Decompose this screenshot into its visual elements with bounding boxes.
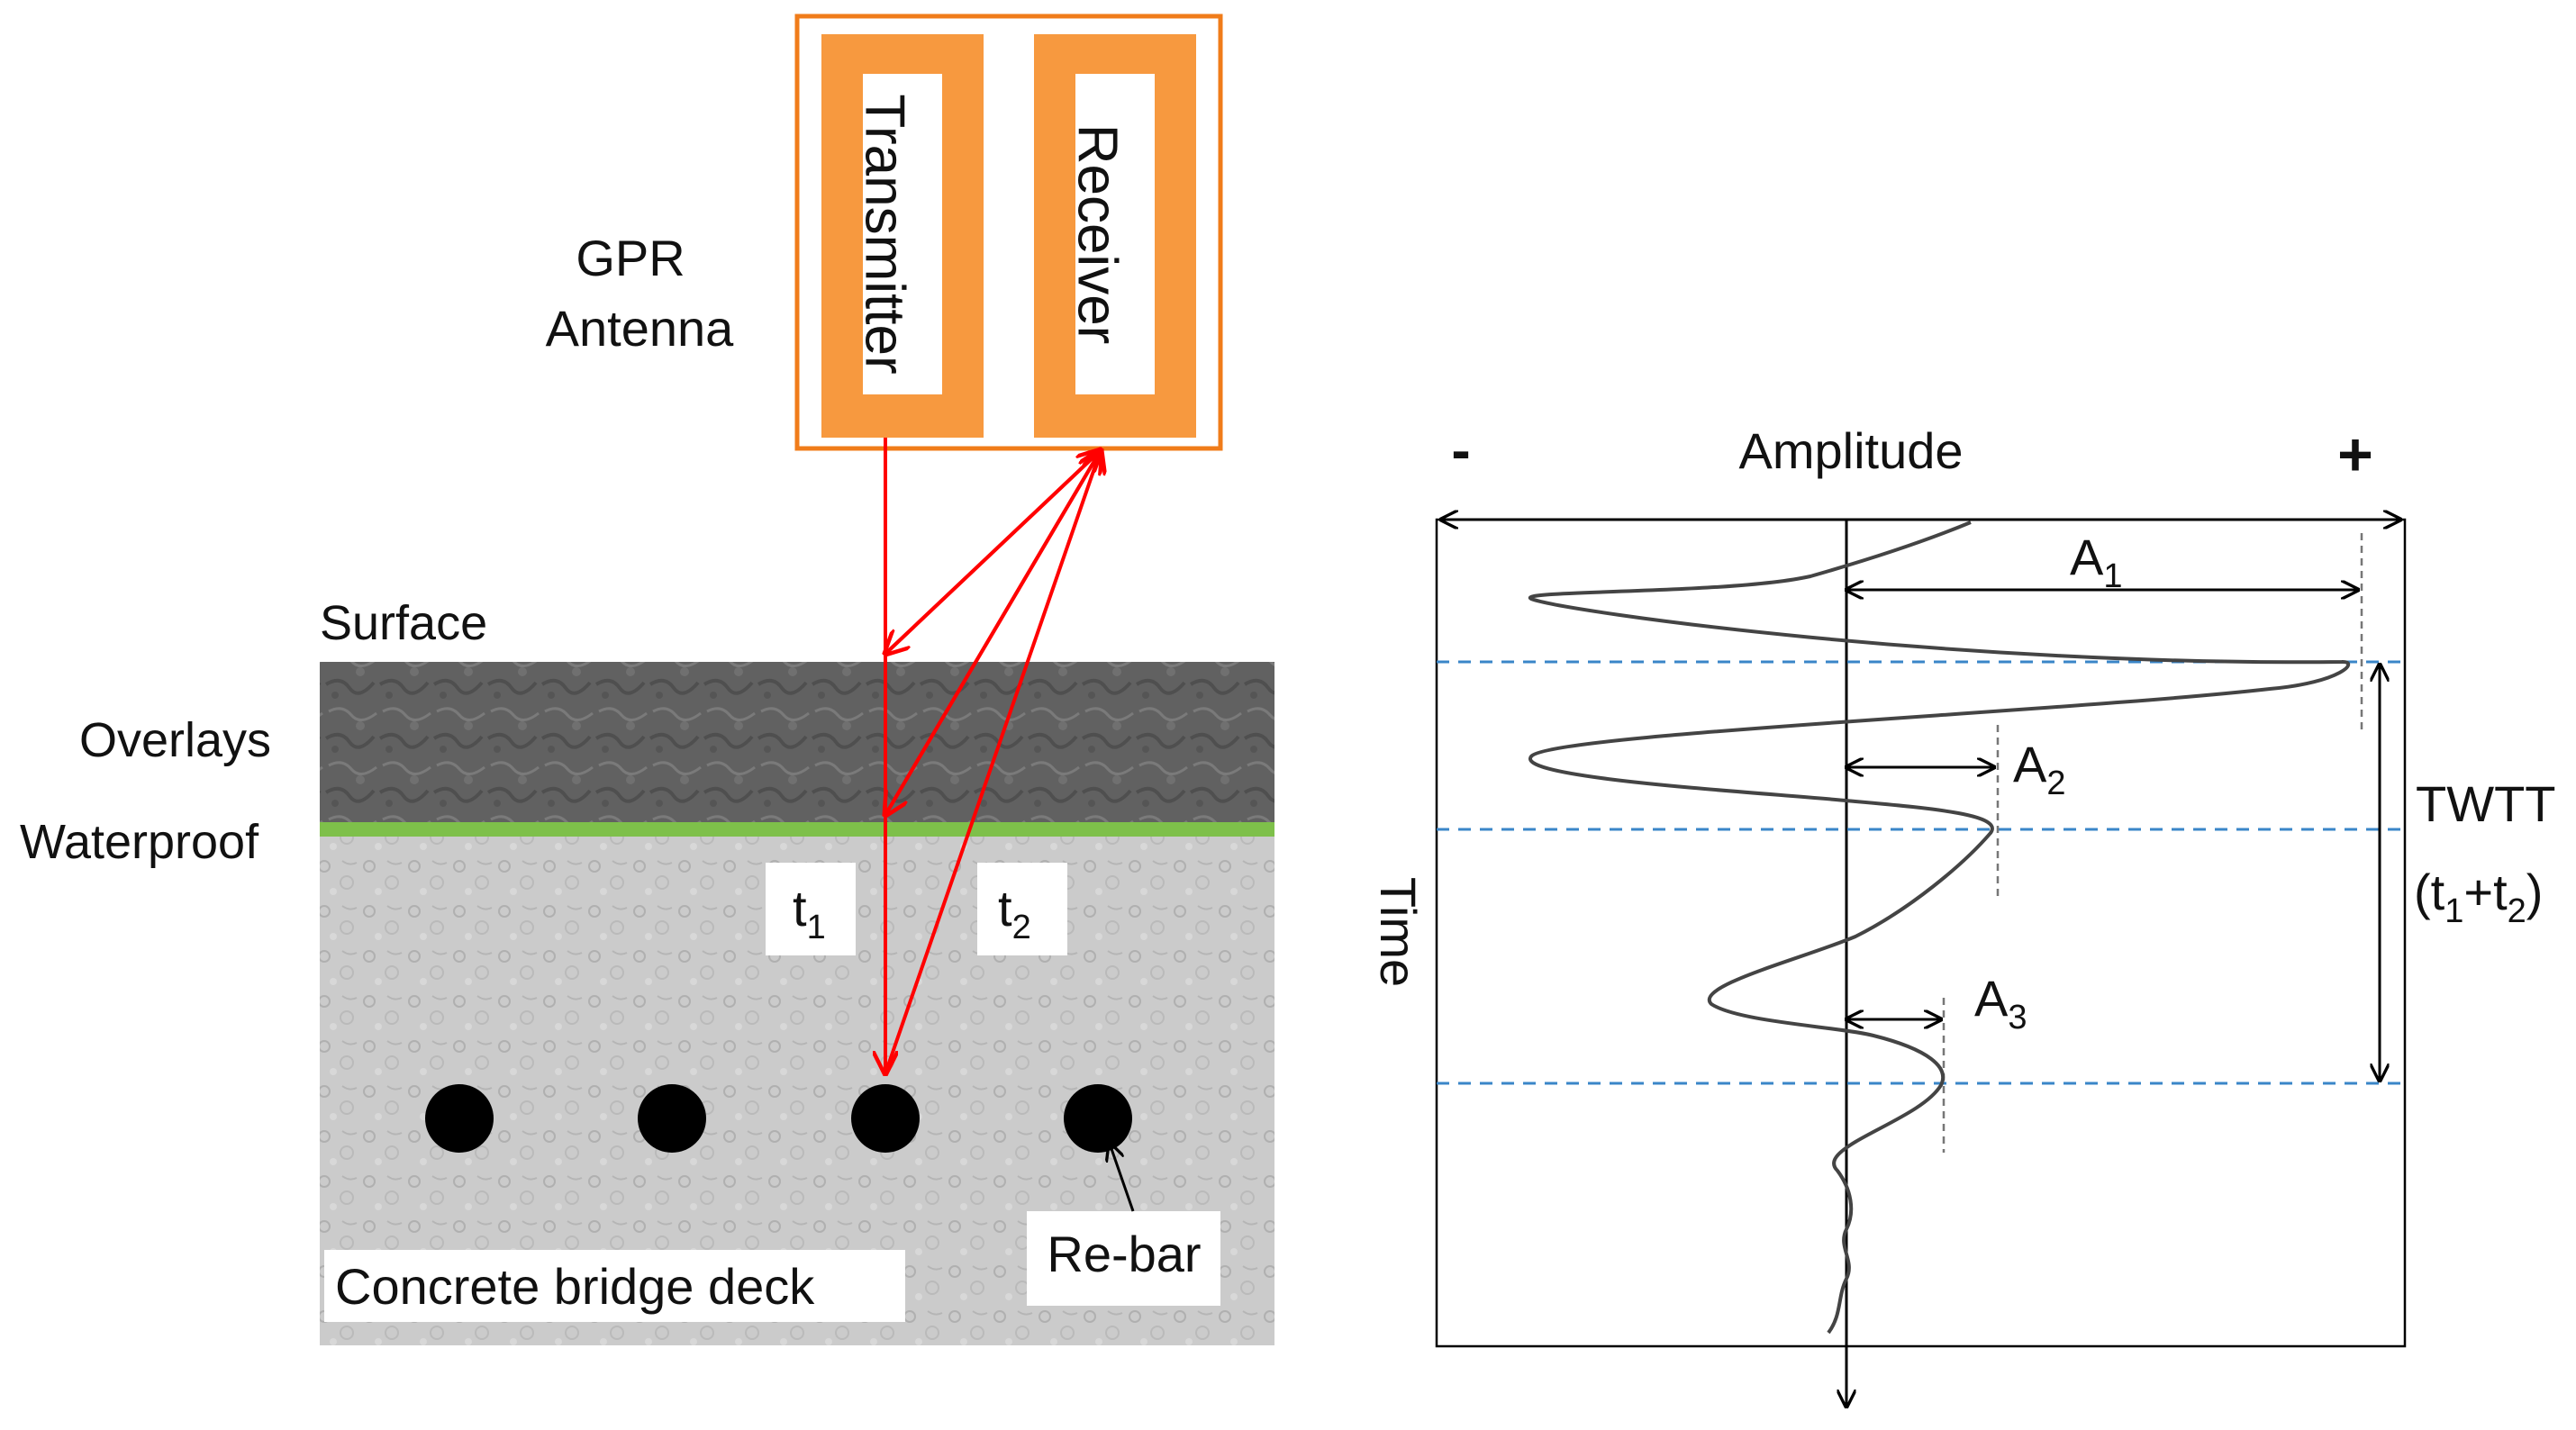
rebar-reflection-ray: [884, 450, 1101, 1074]
a2-label: A2: [2013, 736, 2066, 802]
waterproof-arrival-arrow: [885, 448, 1102, 815]
a3-label: A3: [1974, 970, 2027, 1036]
rebar-circle: [851, 1084, 920, 1153]
twtt-label: TWTT: [2416, 775, 2555, 832]
transmitter-label-box: [863, 74, 942, 394]
rebar-pointer-arrow: [1110, 1144, 1135, 1212]
deck-label-box: [324, 1250, 905, 1322]
antenna-title-line1: GPR: [576, 230, 685, 286]
rebar-circle: [425, 1084, 494, 1153]
overlay-layer: [320, 662, 1274, 822]
waterproof-label: Waterproof: [20, 815, 259, 869]
receiver-label-box: [1075, 74, 1155, 394]
t2-label: t2: [998, 880, 1031, 946]
antenna-group: Transmitter Receiver GPR Antenna: [546, 14, 1223, 451]
amplitude-label: Amplitude: [1738, 422, 1963, 479]
rebar-circle: [638, 1084, 706, 1153]
rebar-circle: [1064, 1084, 1132, 1153]
plus-sign: +: [2337, 421, 2373, 489]
rebar-label-box: [1027, 1211, 1220, 1306]
receiver-label: Receiver: [1066, 124, 1129, 345]
t2-label-box: [977, 863, 1067, 955]
waveform-trace: [1528, 520, 2351, 1335]
a1-label: A1: [2070, 529, 2123, 595]
t1-label-box: [766, 863, 856, 955]
surface-label: Surface: [320, 596, 487, 650]
waterproof-layer: [320, 822, 1274, 837]
transmitter-label: Transmitter: [854, 94, 916, 374]
peak-markers: [1942, 533, 2363, 1153]
deck-cross-section: t1 t2 Re-bar Concrete bridge deck: [320, 662, 1274, 1345]
t1-label: t1: [793, 880, 826, 946]
surface-arrival-arrow: [885, 448, 1102, 654]
overlays-label: Overlays: [79, 713, 271, 767]
twtt-formula: (t1+t2): [2414, 864, 2543, 930]
minus-sign: -: [1451, 418, 1470, 483]
rebar-label: Re-bar: [1047, 1226, 1201, 1282]
deck-label: Concrete bridge deck: [335, 1258, 815, 1315]
waveform-panel: Amplitude - + Time A1 A2 A3 TWTT (t1+t2: [1370, 418, 2555, 1407]
time-label: Time: [1370, 877, 1427, 987]
antenna-title-line2: Antenna: [546, 300, 734, 357]
ray-paths: [885, 438, 1101, 1073]
waveform-frame: [1435, 518, 2407, 1348]
